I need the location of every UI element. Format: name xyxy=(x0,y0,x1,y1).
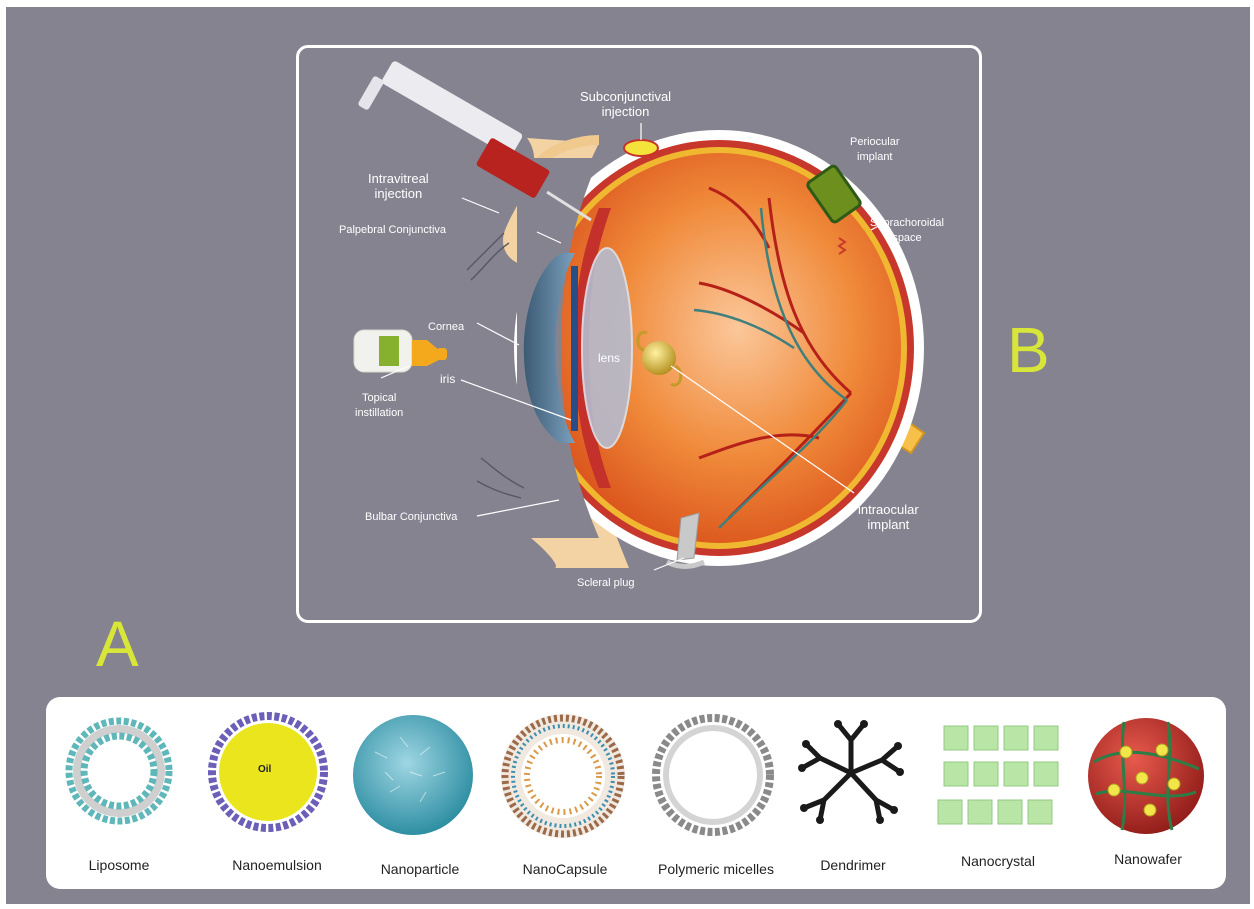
label-iris: iris xyxy=(440,372,455,387)
nanocrystal-illustration xyxy=(936,722,1066,832)
caption-nanowafer: Nanowafer xyxy=(1114,851,1182,867)
polymeric-micelles-illustration xyxy=(650,712,776,838)
caption-liposome: Liposome xyxy=(89,857,150,873)
caption-nanoemulsion: Nanoemulsion xyxy=(232,857,322,873)
label-scleral-plug: Scleral plug xyxy=(577,576,634,591)
eye-drop-bottle xyxy=(354,330,447,372)
label-bulbar-conjunctiva: Bulbar Conjunctiva xyxy=(365,510,457,525)
nanocapsule-illustration xyxy=(497,710,629,842)
liposome-illustration xyxy=(63,715,175,827)
panel-letter-a: A xyxy=(96,612,139,676)
panel-letter-b: B xyxy=(1007,318,1050,382)
caption-nanoparticle: Nanoparticle xyxy=(381,861,460,877)
label-palpebral-conjunctiva: Palpebral Conjunctiva xyxy=(339,223,446,238)
oil-label: Oil xyxy=(258,764,271,775)
caption-dendrimer: Dendrimer xyxy=(820,857,885,873)
label-cornea: Cornea xyxy=(428,320,464,335)
caption-nanocapsule: NanoCapsule xyxy=(523,861,608,877)
lens xyxy=(582,248,632,448)
label-lens: lens xyxy=(598,351,620,366)
intraocular-implant xyxy=(642,341,676,375)
dendrimer-illustration xyxy=(790,712,912,834)
iris xyxy=(571,266,578,431)
subconjunctival-depot xyxy=(624,140,658,156)
caption-nanocrystal: Nanocrystal xyxy=(961,853,1035,869)
caption-polymeric-micelles: Polymeric micelles xyxy=(658,861,774,877)
nanoparticle-illustration xyxy=(350,712,476,838)
nanowafer-illustration xyxy=(1084,714,1208,838)
